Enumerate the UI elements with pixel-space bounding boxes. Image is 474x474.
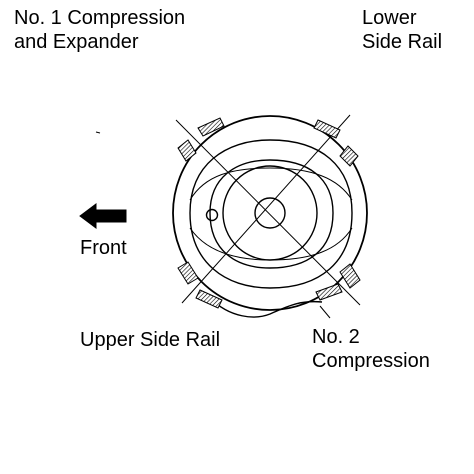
small-tick (95, 131, 101, 134)
ring-gap-top-left (197, 117, 225, 137)
piston-crown-lower (189, 227, 353, 261)
piston-crown-shoulder (189, 167, 353, 201)
leader-no2 (319, 305, 331, 319)
label-no1-line2: and Expander (14, 31, 139, 53)
diagonal-line-1 (175, 119, 361, 306)
label-front: Front (80, 237, 127, 259)
label-no1-line1: No. 1 Compression (14, 7, 186, 29)
piston-crown-mid (209, 159, 334, 269)
label-lower-side-rail: Lower Side Rail (362, 6, 442, 54)
front-mark (205, 208, 219, 222)
piston-skirt-arc (209, 297, 323, 318)
ring-gap-bottom-left (195, 289, 223, 309)
center-bowl (222, 165, 318, 261)
label-no2-line1: No. 2 (312, 326, 360, 348)
label-upper-side-rail: Upper Side Rail (80, 329, 221, 351)
diagonal-line-2 (181, 114, 351, 304)
ring-gap-top-right (313, 119, 341, 139)
label-no2-compression: No. 2 Compression (312, 325, 430, 373)
ring-gap-left-lower (177, 261, 199, 285)
label-no2-line2: Compression (312, 350, 430, 372)
ring-gap-right-lower (339, 263, 361, 289)
ring-gap-left-upper (177, 139, 197, 162)
center-hub (254, 197, 286, 229)
piston-outline (172, 115, 368, 311)
label-no1-compression-and-expander: No. 1 Compression and Expander (14, 6, 185, 54)
left-arrow-icon (79, 203, 127, 229)
ring-gap-bottom-right (315, 283, 343, 301)
label-lower-line2: Side Rail (362, 31, 443, 53)
ring-gap-right-upper (339, 145, 359, 167)
label-lower-line1: Lower (362, 7, 417, 29)
piston-crown-outer (189, 139, 353, 289)
